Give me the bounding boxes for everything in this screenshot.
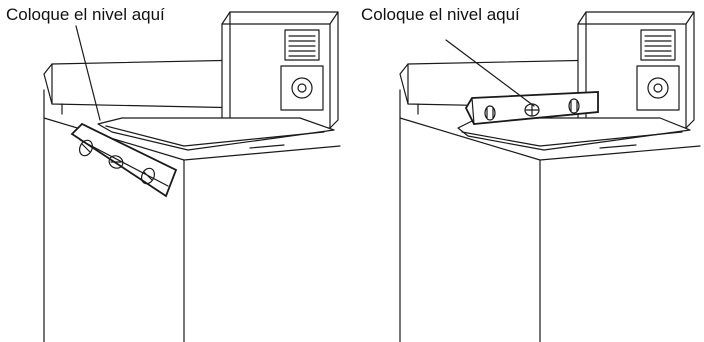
right-level-tool: [464, 91, 599, 125]
left-leader-line: [75, 25, 101, 121]
left-coin-slide: [284, 29, 320, 61]
left-console: [43, 59, 249, 109]
right-lock-icon: [647, 77, 669, 99]
right-cabinet-top-edge: [399, 117, 701, 161]
left-lock-icon: [291, 77, 313, 99]
right-coin-door: [636, 65, 680, 111]
left-lid: [97, 117, 335, 151]
right-callout-label: Coloque el nivel aquí: [361, 5, 520, 24]
left-washer: [43, 11, 341, 342]
left-level-tool: [70, 122, 178, 198]
left-callout-label: Coloque el nivel aquí: [6, 5, 165, 24]
left-coin-door: [280, 65, 324, 111]
right-leader-line: [445, 39, 535, 107]
right-coin-slide: [640, 29, 676, 61]
right-washer: [399, 11, 701, 342]
